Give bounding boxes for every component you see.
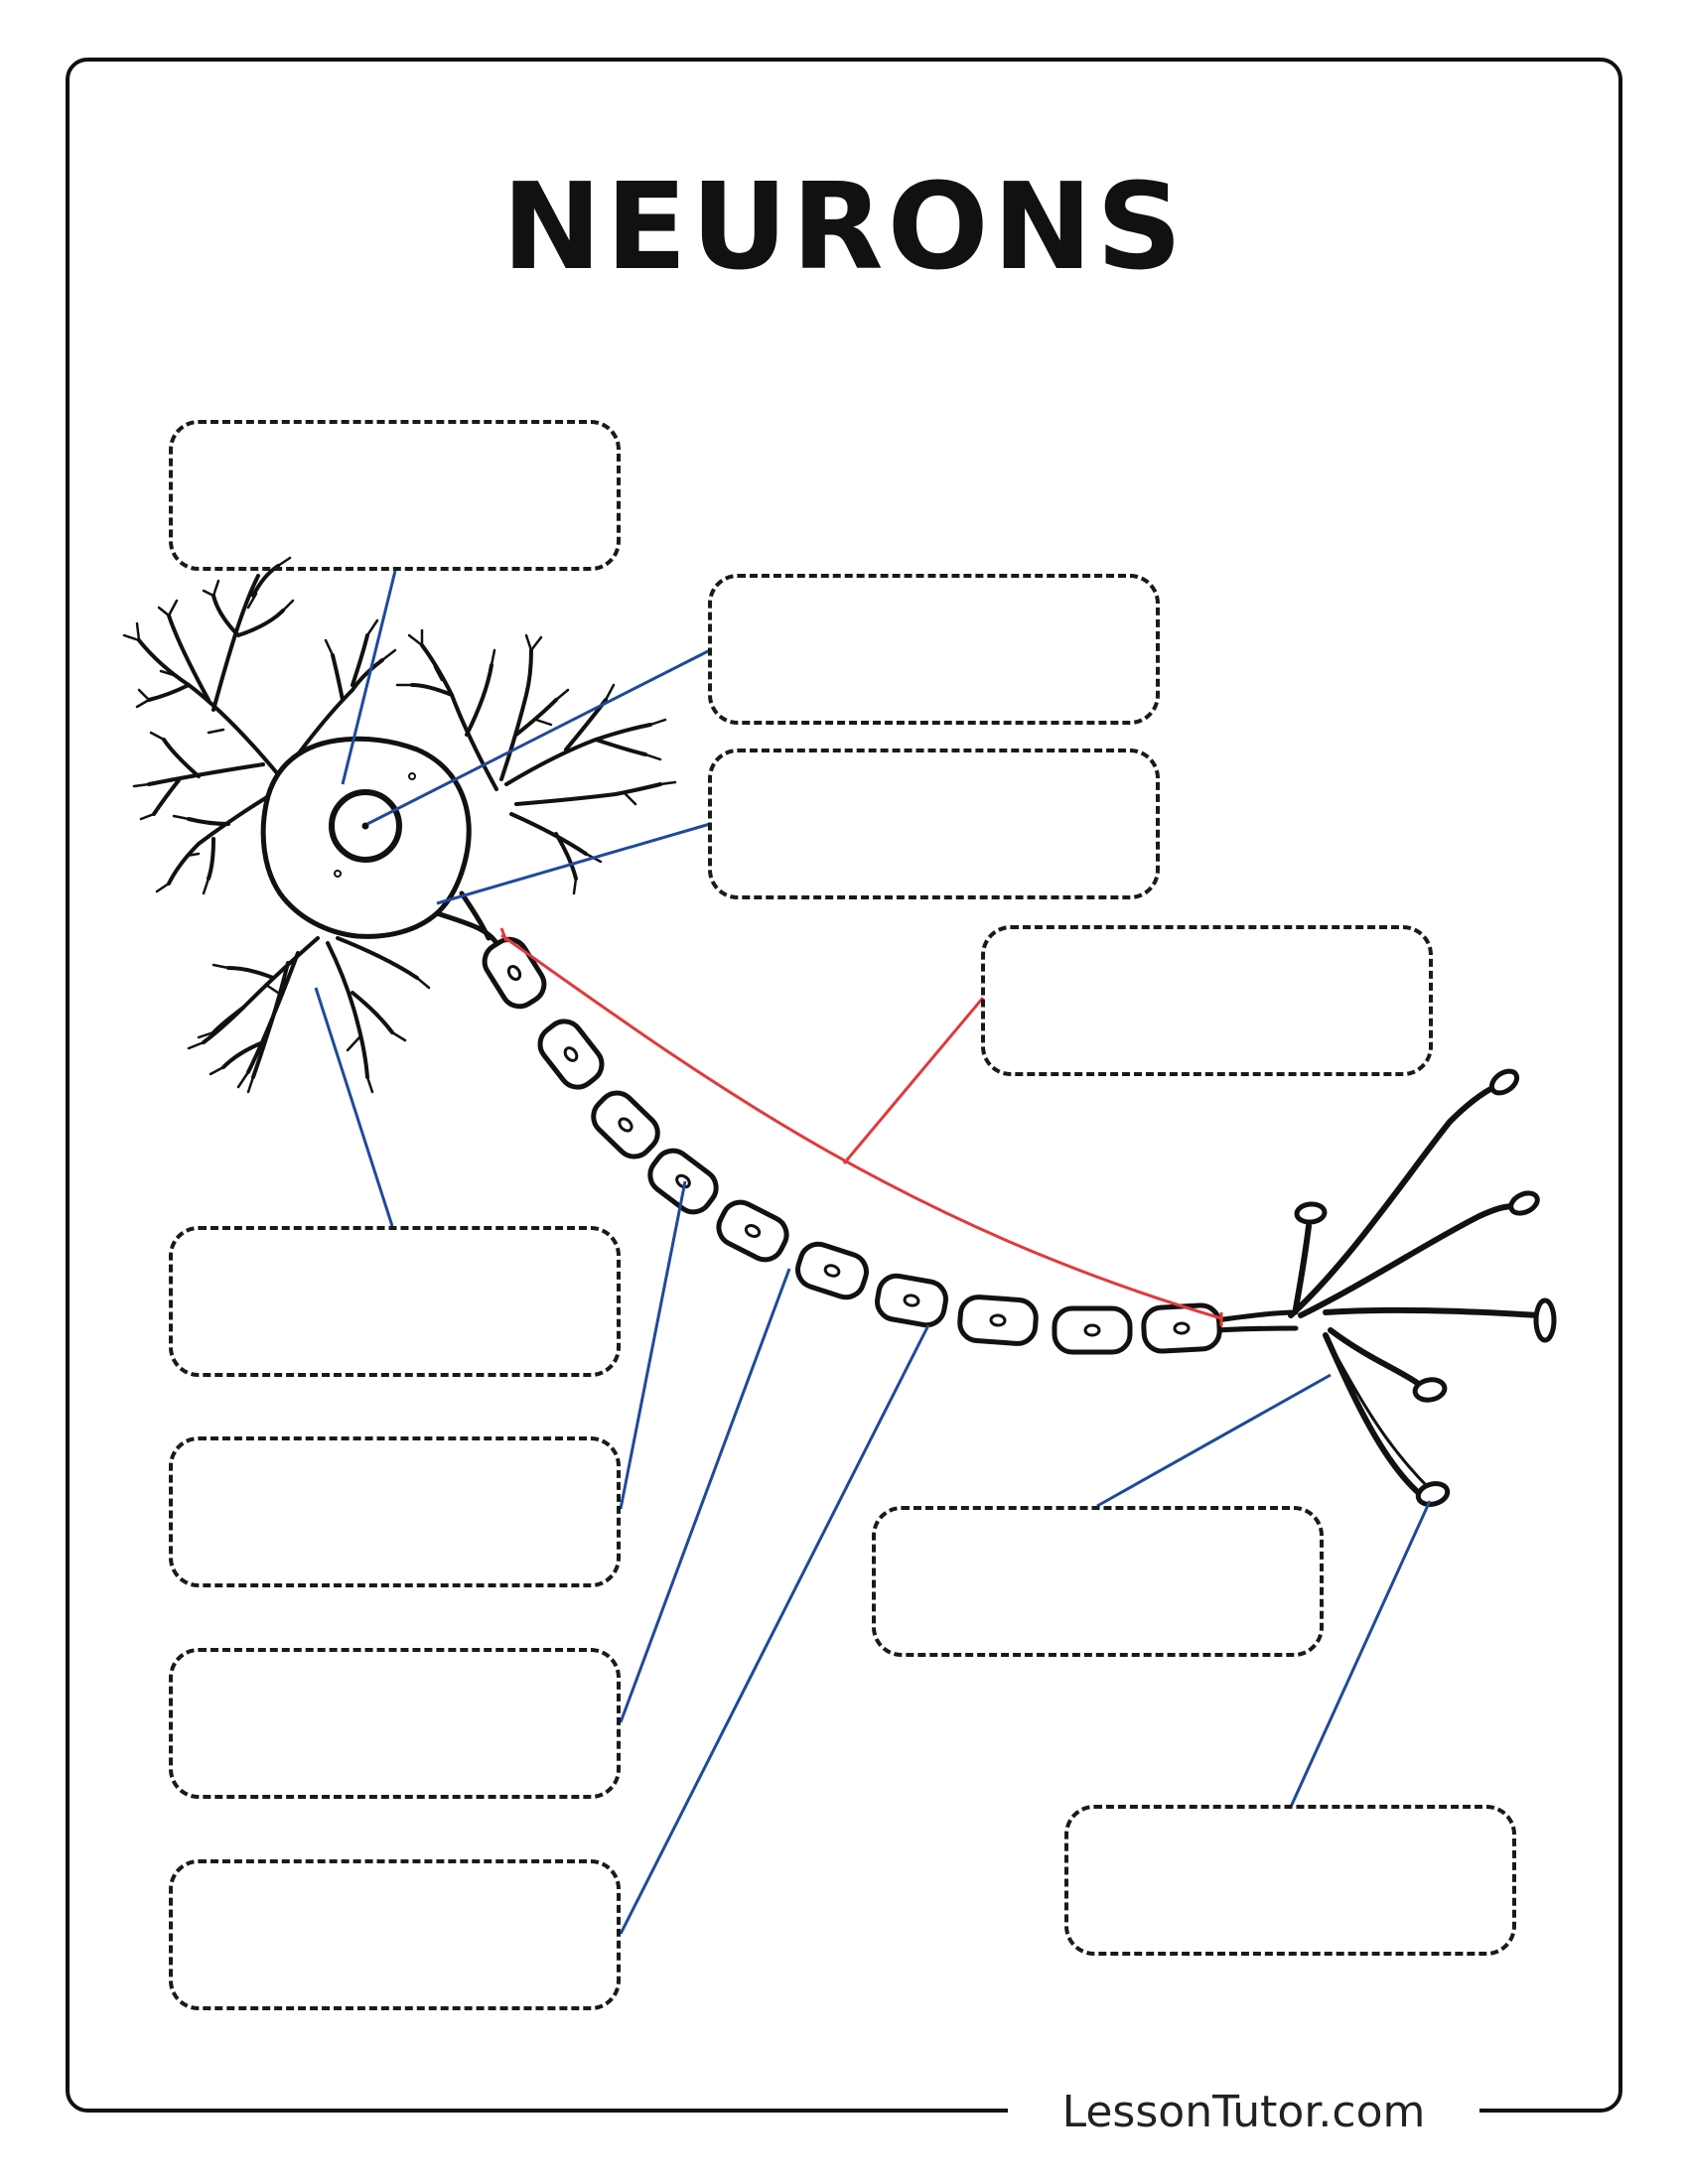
page-title: NEURONS bbox=[501, 159, 1187, 297]
leader-lines bbox=[314, 570, 1432, 1935]
axon-terminals bbox=[1288, 1084, 1542, 1497]
myelin-segment-8 bbox=[957, 1295, 1039, 1346]
label-box-1[interactable] bbox=[169, 420, 621, 571]
label-box-6[interactable] bbox=[169, 1436, 621, 1587]
synaptic-knobs bbox=[1294, 1068, 1557, 1507]
label-box-2[interactable] bbox=[708, 574, 1160, 725]
myelin-segment-6 bbox=[795, 1241, 869, 1300]
label-box-4[interactable] bbox=[981, 925, 1433, 1076]
label-box-5[interactable] bbox=[169, 1226, 621, 1377]
leader-line-7 bbox=[619, 1324, 930, 1935]
label-box-9[interactable] bbox=[872, 1506, 1324, 1657]
myelin-segment-5 bbox=[716, 1199, 789, 1263]
label-box-3[interactable] bbox=[708, 749, 1160, 899]
synaptic-knob-3 bbox=[1508, 1190, 1540, 1216]
axon-bracket bbox=[499, 927, 1223, 1326]
synaptic-knob-4 bbox=[1533, 1297, 1557, 1343]
page-border bbox=[66, 58, 1622, 2113]
leader-line-3 bbox=[436, 822, 711, 905]
myelin-segment-9 bbox=[1052, 1305, 1133, 1355]
leader-line-4 bbox=[314, 987, 394, 1227]
myelin-segment-3 bbox=[591, 1090, 660, 1160]
leader-line-1 bbox=[341, 570, 397, 785]
myelin-segment-7 bbox=[875, 1273, 948, 1328]
leader-line-6 bbox=[619, 1268, 791, 1723]
synaptic-knob-5 bbox=[1412, 1377, 1448, 1403]
synaptic-knob-2 bbox=[1294, 1201, 1328, 1225]
cell-body bbox=[260, 736, 472, 939]
nucleolus bbox=[361, 822, 369, 830]
leader-line-5 bbox=[619, 1180, 687, 1510]
label-box-10[interactable] bbox=[1064, 1805, 1516, 1956]
leader-line-9 bbox=[1289, 1500, 1432, 1808]
myelin-sheath bbox=[482, 936, 1222, 1355]
leader-line-8 bbox=[1096, 1373, 1332, 1508]
label-box-8[interactable] bbox=[169, 1859, 621, 2010]
axon-bracket-curve bbox=[500, 933, 1222, 1320]
leader-line-10 bbox=[842, 997, 985, 1164]
label-box-7[interactable] bbox=[169, 1648, 621, 1799]
myelin-segment-10 bbox=[1141, 1302, 1222, 1354]
footer-site-name: LessonTutor.com bbox=[1008, 2083, 1479, 2142]
synaptic-knob-6 bbox=[1415, 1481, 1451, 1507]
myelin-segment-4 bbox=[647, 1148, 719, 1215]
synaptic-knob-1 bbox=[1488, 1068, 1520, 1096]
myelin-segment-2 bbox=[537, 1019, 605, 1090]
leader-line-2 bbox=[366, 648, 711, 826]
